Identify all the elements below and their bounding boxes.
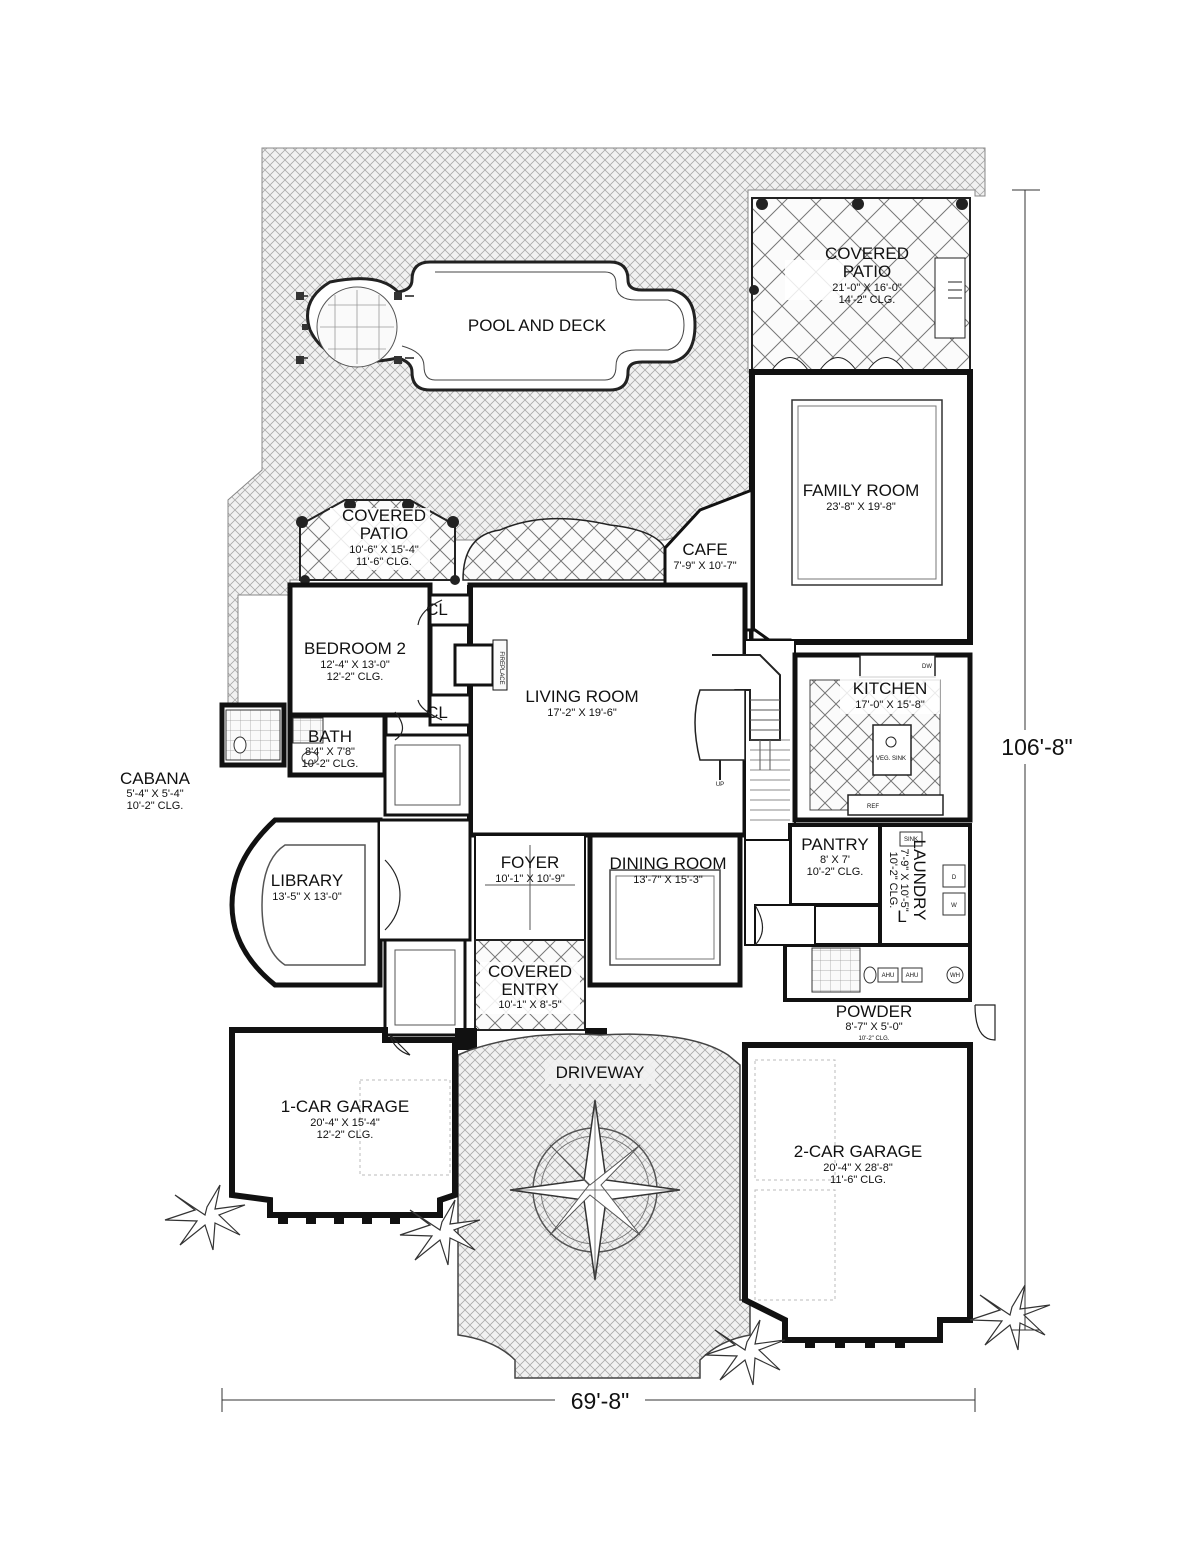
family-room-size: 23'-8" X 19'-8" — [826, 501, 896, 513]
tag-dryer: D — [952, 875, 957, 881]
dining-room-label: DINING ROOM — [609, 854, 726, 873]
tag-ahu-2: AHU — [906, 973, 919, 979]
bedroom-2-size: 12'-4" X 13'-0" — [320, 659, 390, 671]
staircase: UP — [694, 654, 790, 821]
closet-label-lower: CL — [426, 703, 448, 722]
living-room-label: LIVING ROOM — [525, 687, 638, 706]
covered-patio-rear-clg: 14'-2" CLG. — [839, 294, 896, 306]
bath-label: BATH — [308, 727, 352, 746]
covered-patio-rear-size: 21'-0" X 16'-0" — [832, 282, 902, 294]
tag-linen: L — [897, 907, 906, 926]
room-labels: FAMILY ROOM 23'-8" X 19'-8" CAFE 7'-9" X… — [120, 481, 929, 1042]
plant-icon-right — [969, 1284, 1051, 1351]
library-label: LIBRARY — [271, 871, 343, 890]
powder-size: 8'-7" X 5'-0" — [845, 1021, 902, 1033]
living-terrace — [462, 517, 666, 581]
covered-patio-side-label-line2: PATIO — [360, 524, 409, 543]
bath-clg: 10'-2" CLG. — [302, 758, 359, 770]
garage-1-label: 1-CAR GARAGE — [281, 1097, 409, 1116]
tag-wh: WH — [950, 973, 960, 979]
tag-ref: REF — [867, 804, 879, 810]
fireplace-label: FIREPLACE — [498, 651, 504, 684]
covered-patio-rear-label-line1: COVERED — [825, 244, 909, 263]
garage-1-size: 20'-4" X 15'-4" — [310, 1117, 380, 1129]
covered-patio-rear: COVERED PATIO 21'-0" X 16'-0" 14'-2" CLG… — [749, 197, 971, 371]
plant-icon-left — [164, 1184, 246, 1251]
stair-up-label: UP — [716, 782, 724, 788]
bedroom-2-clg: 12'-2" CLG. — [327, 671, 384, 683]
driveway-label: DRIVEWAY — [556, 1063, 645, 1082]
tag-washer: W — [951, 903, 957, 909]
cafe-label: CAFE — [682, 540, 727, 559]
living-room-size: 17'-2" X 19'-6" — [547, 707, 617, 719]
bath-fixtures — [225, 709, 877, 993]
garage-1: 1-CAR GARAGE 20'-4" X 15'-4" 12'-2" CLG. — [229, 1027, 458, 1224]
door-swings — [384, 599, 996, 1056]
pool-label: POOL AND DECK — [468, 316, 607, 335]
laundry-size: 7'-9" X 10'-5" — [898, 848, 910, 911]
covered-patio-rear-label-line2: PATIO — [843, 262, 892, 281]
library-size: 13'-5" X 13'-0" — [272, 891, 342, 903]
covered-entry-label-line1: COVERED — [488, 962, 572, 981]
garage-2: 2-CAR GARAGE 20'-4" X 28'-8" 11'-6" CLG. — [742, 1042, 973, 1348]
pantry-size: 8' X 7' — [820, 854, 850, 866]
covered-patio-side-size: 10'-6" X 15'-4" — [349, 544, 419, 556]
garage-1-clg: 12'-2" CLG. — [317, 1129, 374, 1141]
cabana-size: 5'-4" X 5'-4" — [126, 788, 183, 800]
covered-patio-side-clg: 11'-6" CLG. — [356, 556, 412, 568]
covered-patio-side: COVERED PATIO 10'-6" X 15'-4" 11'-6" CLG… — [296, 499, 460, 585]
powder-label: POWDER — [836, 1002, 913, 1021]
plant-icons — [164, 1184, 1051, 1386]
foyer-label: FOYER — [501, 853, 560, 872]
plant-icon-center-right — [704, 1319, 786, 1386]
family-room-label: FAMILY ROOM — [803, 481, 920, 500]
bath-size: 8'4" X 7'8" — [305, 746, 355, 758]
overall-width-dimension: 69'-8" — [571, 1388, 630, 1414]
overall-depth-dimension: 106'-8" — [1001, 734, 1072, 760]
dining-room-size: 13'-7" X 15'-3" — [633, 874, 703, 886]
covered-entry-label-line2: ENTRY — [501, 980, 558, 999]
powder-clg: 10'-2" CLG. — [859, 1036, 890, 1042]
laundry-fixtures: D W SINK L AHU AHU WH — [877, 831, 966, 984]
tag-ahu-1: AHU — [882, 973, 895, 979]
plant-icon-center-left — [399, 1199, 481, 1266]
kitchen-label: KITCHEN — [853, 679, 928, 698]
kitchen-size: 17'-0" X 15'-8" — [855, 699, 925, 711]
driveway: DRIVEWAY — [457, 1033, 751, 1379]
covered-entry-size: 10'-1" X 8'-5" — [498, 999, 561, 1011]
laundry-clg: 10'-2" CLG. — [887, 852, 899, 909]
cabana-clg: 10'-2" CLG. — [127, 800, 184, 812]
tag-dw: DW — [922, 664, 932, 670]
bedroom-2-label: BEDROOM 2 — [304, 639, 406, 658]
cabana-label: CABANA — [120, 769, 191, 788]
covered-patio-side-label-line1: COVERED — [342, 506, 426, 525]
garage-2-label: 2-CAR GARAGE — [794, 1142, 922, 1161]
garage-2-size: 20'-4" X 28'-8" — [823, 1162, 893, 1174]
closet-label-upper: CL — [426, 600, 448, 619]
closet-labels: CL CL FIREPLACE — [426, 600, 504, 722]
cafe-size: 7'-9" X 10'-7" — [673, 560, 736, 572]
pantry-label: PANTRY — [801, 835, 868, 854]
foyer-size: 10'-1" X 10'-9" — [495, 873, 565, 885]
tag-sink: SINK — [904, 837, 918, 843]
kitchen-fixtures: DW REF VEG. SINK KITCHEN 17'-0" X 15'-8" — [809, 654, 944, 816]
pantry-clg: 10'-2" CLG. — [807, 866, 864, 878]
tag-veg-sink: VEG. SINK — [876, 756, 906, 762]
garage-2-clg: 11'-6" CLG. — [830, 1174, 886, 1186]
pool: POOL AND DECK — [296, 260, 697, 392]
laundry-label: LAUNDRY — [910, 840, 929, 921]
